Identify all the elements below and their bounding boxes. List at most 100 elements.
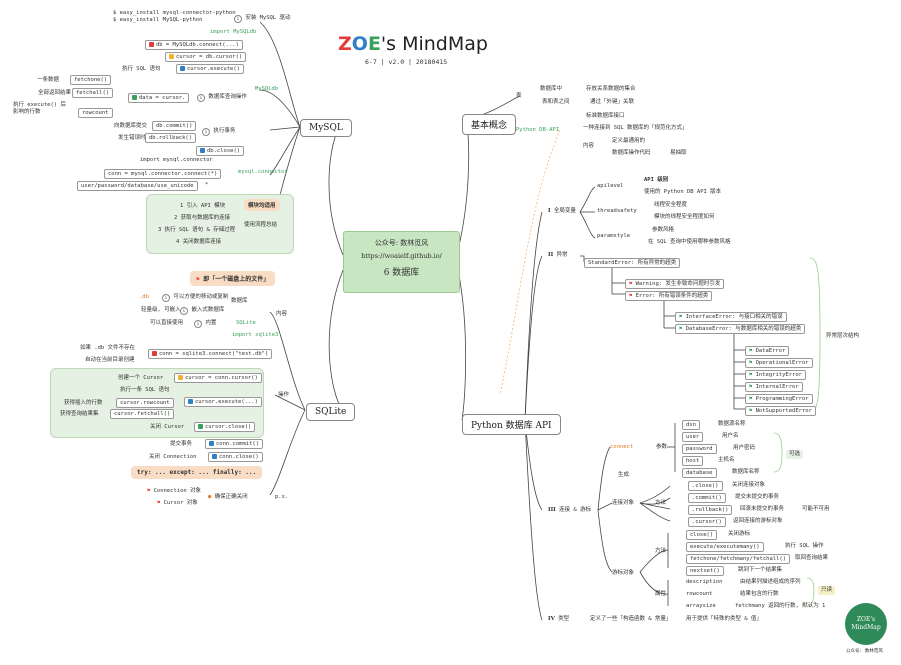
nextset-method-node[interactable]: nextset() (686, 566, 724, 576)
database-error-node[interactable]: ⚑ DatabaseError: 与数据库相关的错误的超类 (675, 324, 806, 334)
params-label: 参数 (656, 444, 668, 450)
info-icon: i (234, 15, 242, 23)
install-label: i 安装 MySQL 驱动 (232, 15, 291, 23)
rowcount-desc: 结果包含的行数 (740, 591, 779, 597)
fetch-desc: 取回查询结果 (795, 555, 829, 561)
data-error-node[interactable]: ⚑ DataError (745, 346, 790, 356)
commit-method-node[interactable]: .commit() (688, 493, 726, 503)
ps-label: p.s. (275, 494, 289, 500)
cursor-object-label: 游标对象 (612, 570, 635, 576)
fetchone-node[interactable]: fetchone() (70, 75, 112, 85)
interface-error-node[interactable]: ⚑ InterfaceError: 与接口相关的错误 (675, 312, 787, 322)
password-node[interactable]: password (682, 444, 717, 454)
exception-tree-label: 异常层次结构 (826, 333, 860, 339)
copy-label: i 可以方便的移动或复制 (160, 294, 228, 302)
cursor-fetchall-node[interactable]: cursor.fetchall() (110, 409, 175, 419)
cursor-object-label: ⚑ Cursor 对象 (157, 500, 198, 506)
connector-args-node[interactable]: user/password/database/use_unicode (77, 181, 198, 191)
exec-after-label: 执行 execute() 后 (13, 102, 66, 108)
central-topic[interactable]: 公众号: 数林觅风 https://woaielf.github.io/ 6 数… (343, 231, 460, 293)
conn-close-node[interactable]: conn.close() (208, 452, 263, 462)
standard-error-node[interactable]: StandardError: 所有异常的超类 (584, 258, 681, 268)
mysqldb-cursor-node[interactable]: cursor = db.cursor() (165, 52, 247, 62)
sqlite-execute-node[interactable]: cursor.execute(...) (184, 397, 262, 407)
fetchall-node[interactable]: fetchall() (72, 88, 114, 98)
db-close-node[interactable]: db.close() (196, 146, 245, 156)
connect-label: connect (610, 444, 634, 450)
try-except-callout: try: ... except: ... finally: ... (131, 466, 263, 479)
attrs-label: 属性 (655, 591, 667, 597)
modules-apply-tag: 模块均适用 (244, 199, 280, 211)
thread-module-desc: 模块的线程安全程度如何 (654, 214, 715, 220)
readonly-tag: 只读 (818, 586, 836, 595)
connection-object-label: ⚑ Connection 对象 (147, 488, 202, 494)
branch-python-db-api[interactable]: Python 数据库 API (462, 414, 561, 435)
user-desc: 用户名 (722, 433, 739, 439)
connector-connect-node[interactable]: conn = mysql.connector.connect(*) (104, 169, 222, 179)
conn-commit-node[interactable]: conn.commit() (205, 439, 264, 449)
cursor-close-method-node[interactable]: close() (686, 530, 718, 540)
mysqldb-connect-node[interactable]: db = MySQLdb.connect(...) (145, 40, 243, 50)
flag-icon: ⚑ (629, 293, 633, 299)
def-common-label: 定义最通用的 (612, 138, 646, 144)
database-node[interactable]: database (682, 468, 717, 478)
data-cursor-node[interactable]: data = cursor. (128, 93, 190, 103)
db-commit-node[interactable]: db.commit() (152, 121, 197, 131)
internal-error-node[interactable]: ⚑ InternalError (745, 382, 803, 392)
step-2-icon (169, 54, 174, 59)
branch-sqlite[interactable]: SQLite (306, 403, 356, 421)
host-node[interactable]: host (682, 456, 704, 466)
branch-basic-concepts[interactable]: 基本概念 (462, 114, 517, 135)
sqlite-content-label: 内容 (276, 311, 288, 317)
operational-error-node[interactable]: ⚑ OperationalError (745, 358, 813, 368)
sqlite-db-label: 数据库 (231, 298, 248, 304)
api-level-desc: API 级别 (644, 177, 669, 183)
error-node[interactable]: ⚑ Error: 所有错误条件的超类 (625, 291, 713, 301)
db-ext-label: .db (139, 294, 149, 300)
in-db-label: 数据库中 (540, 86, 563, 92)
flag-icon: ⚑ (749, 384, 753, 390)
execute-method-node[interactable]: execute/executemany() (686, 542, 764, 552)
info-icon: i (194, 320, 202, 328)
flag-icon: ⚑ (679, 326, 683, 332)
flag-icon: ⚑ (196, 276, 200, 283)
user-node[interactable]: user (682, 432, 704, 442)
close-conn-label: 关闭 Connection (149, 454, 197, 460)
paramstyle-label: paramstyle (597, 233, 631, 239)
cursor-method-node[interactable]: .cursor() (688, 517, 726, 527)
ensure-close-label: ● 确保正确关闭 (208, 494, 248, 500)
branch-mysql[interactable]: MySQL (300, 119, 352, 137)
db-rollback-node[interactable]: db.rollback() (145, 133, 197, 143)
become-label: 生成 (618, 472, 630, 478)
connector-star: * (205, 182, 209, 188)
sqlite-green-label: SQLite (236, 320, 256, 326)
cursor-close-node[interactable]: cursor.close() (194, 422, 256, 432)
rowcount-node[interactable]: rowcount (78, 108, 113, 118)
flag-icon: ⚑ (147, 488, 151, 494)
warning-node[interactable]: ⚑ Warning: 发生非致命问题时引发 (625, 279, 725, 289)
cursor-close-desc: 关闭游标 (728, 531, 751, 537)
cursor-rowcount-node[interactable]: cursor.rowcount (116, 398, 174, 408)
mysqldb-execute-node[interactable]: cursor.execute() (176, 64, 244, 74)
step-4-icon (132, 95, 137, 100)
programming-error-node[interactable]: ⚑ ProgrammingError (745, 394, 813, 404)
sqlite-cursor-node[interactable]: cursor = conn.cursor() (174, 373, 262, 383)
not-supported-error-node[interactable]: ⚑ NotSupportedError (745, 406, 816, 416)
close-method-node[interactable]: .close() (688, 481, 723, 491)
types-desc: 定义了一些「构造函数 & 常量」 (590, 616, 672, 622)
sqlite3-import: import sqlite3 (232, 332, 279, 338)
center-account: 公众号: 数林觅风 (374, 239, 429, 247)
if-not-exist-label: 如果 .db 文件不存在 (80, 345, 136, 351)
sqlite-connect-node[interactable]: conn = sqlite3.connect("test.db") (148, 349, 273, 359)
conn-object-label: 连接对象 (612, 500, 635, 506)
integrity-error-node[interactable]: ⚑ IntegrityError (745, 370, 806, 380)
dsn-node[interactable]: dsn (682, 420, 700, 430)
embed-label: i 嵌入式数据库 (178, 307, 224, 315)
close-cursor-label: 关闭 Cursor (150, 424, 185, 430)
dbapi-label: Python DB-API (516, 127, 560, 133)
install-cmd-2: $ easy_install MySQL-python (113, 17, 203, 23)
fetch-method-node[interactable]: fetchone/fetchmany/fetchall() (686, 554, 791, 564)
rollback-method-node[interactable]: .rollback() (688, 505, 733, 515)
arraysize-attr: arraysize (686, 603, 716, 609)
insert-count-label: 获得插入的行数 (64, 400, 103, 406)
